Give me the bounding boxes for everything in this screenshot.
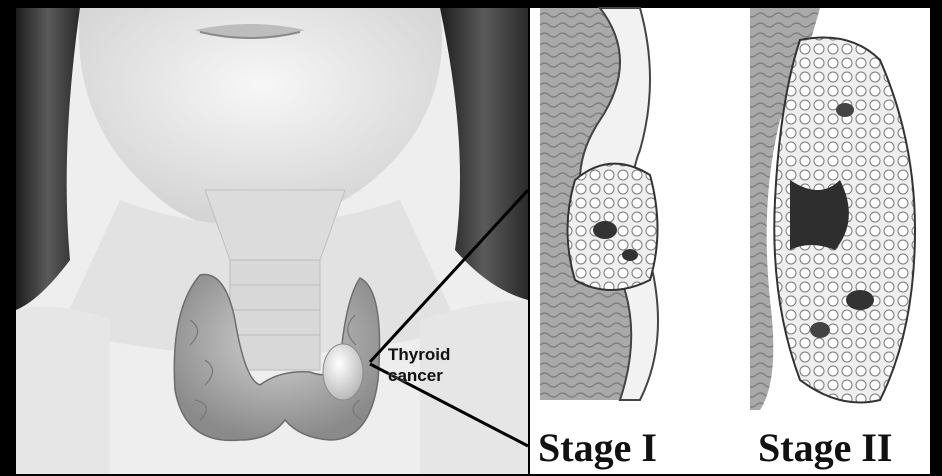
- stage-2-panel: [740, 8, 930, 474]
- thyroid-cancer-label: Thyroid cancer: [388, 344, 450, 386]
- stage-1-panel: [530, 8, 740, 474]
- tumor-nodule: [323, 344, 363, 400]
- neck-panel: [16, 8, 528, 474]
- stage-1-label: Stage I: [538, 424, 657, 471]
- stage-2-label: Stage II: [758, 424, 892, 471]
